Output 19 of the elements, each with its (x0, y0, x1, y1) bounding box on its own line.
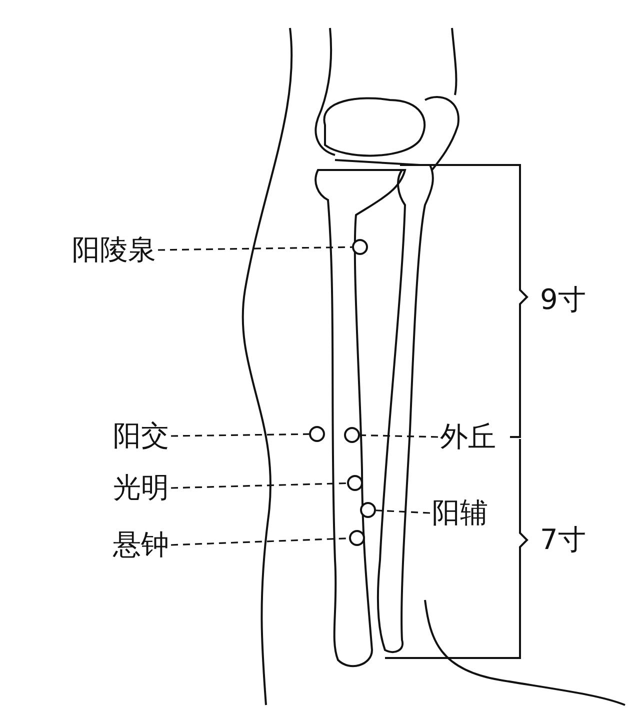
acupoint-marker (309, 426, 325, 442)
acupoint-marker (349, 530, 365, 546)
acupoint-marker (360, 502, 376, 518)
dimension-label: 9寸 (540, 283, 586, 317)
leader-line (158, 246, 352, 251)
acupoint-marker (347, 475, 363, 491)
acupoint-marker (344, 427, 360, 443)
leader-line (376, 510, 430, 514)
acupoint-marker (352, 239, 368, 255)
dimension-label: 7寸 (540, 523, 586, 557)
acupoint-label: 阳陵泉 (72, 233, 156, 267)
acupoint-label: 光明 (113, 471, 169, 505)
leader-line (170, 433, 310, 437)
leader-line (170, 482, 348, 489)
leader-line (360, 434, 438, 438)
acupoint-label: 悬钟 (113, 528, 169, 562)
acupoint-label: 阳辅 (432, 496, 488, 530)
acupoint-label: 外丘 (440, 420, 496, 454)
acupoint-label: 阳交 (113, 419, 169, 453)
